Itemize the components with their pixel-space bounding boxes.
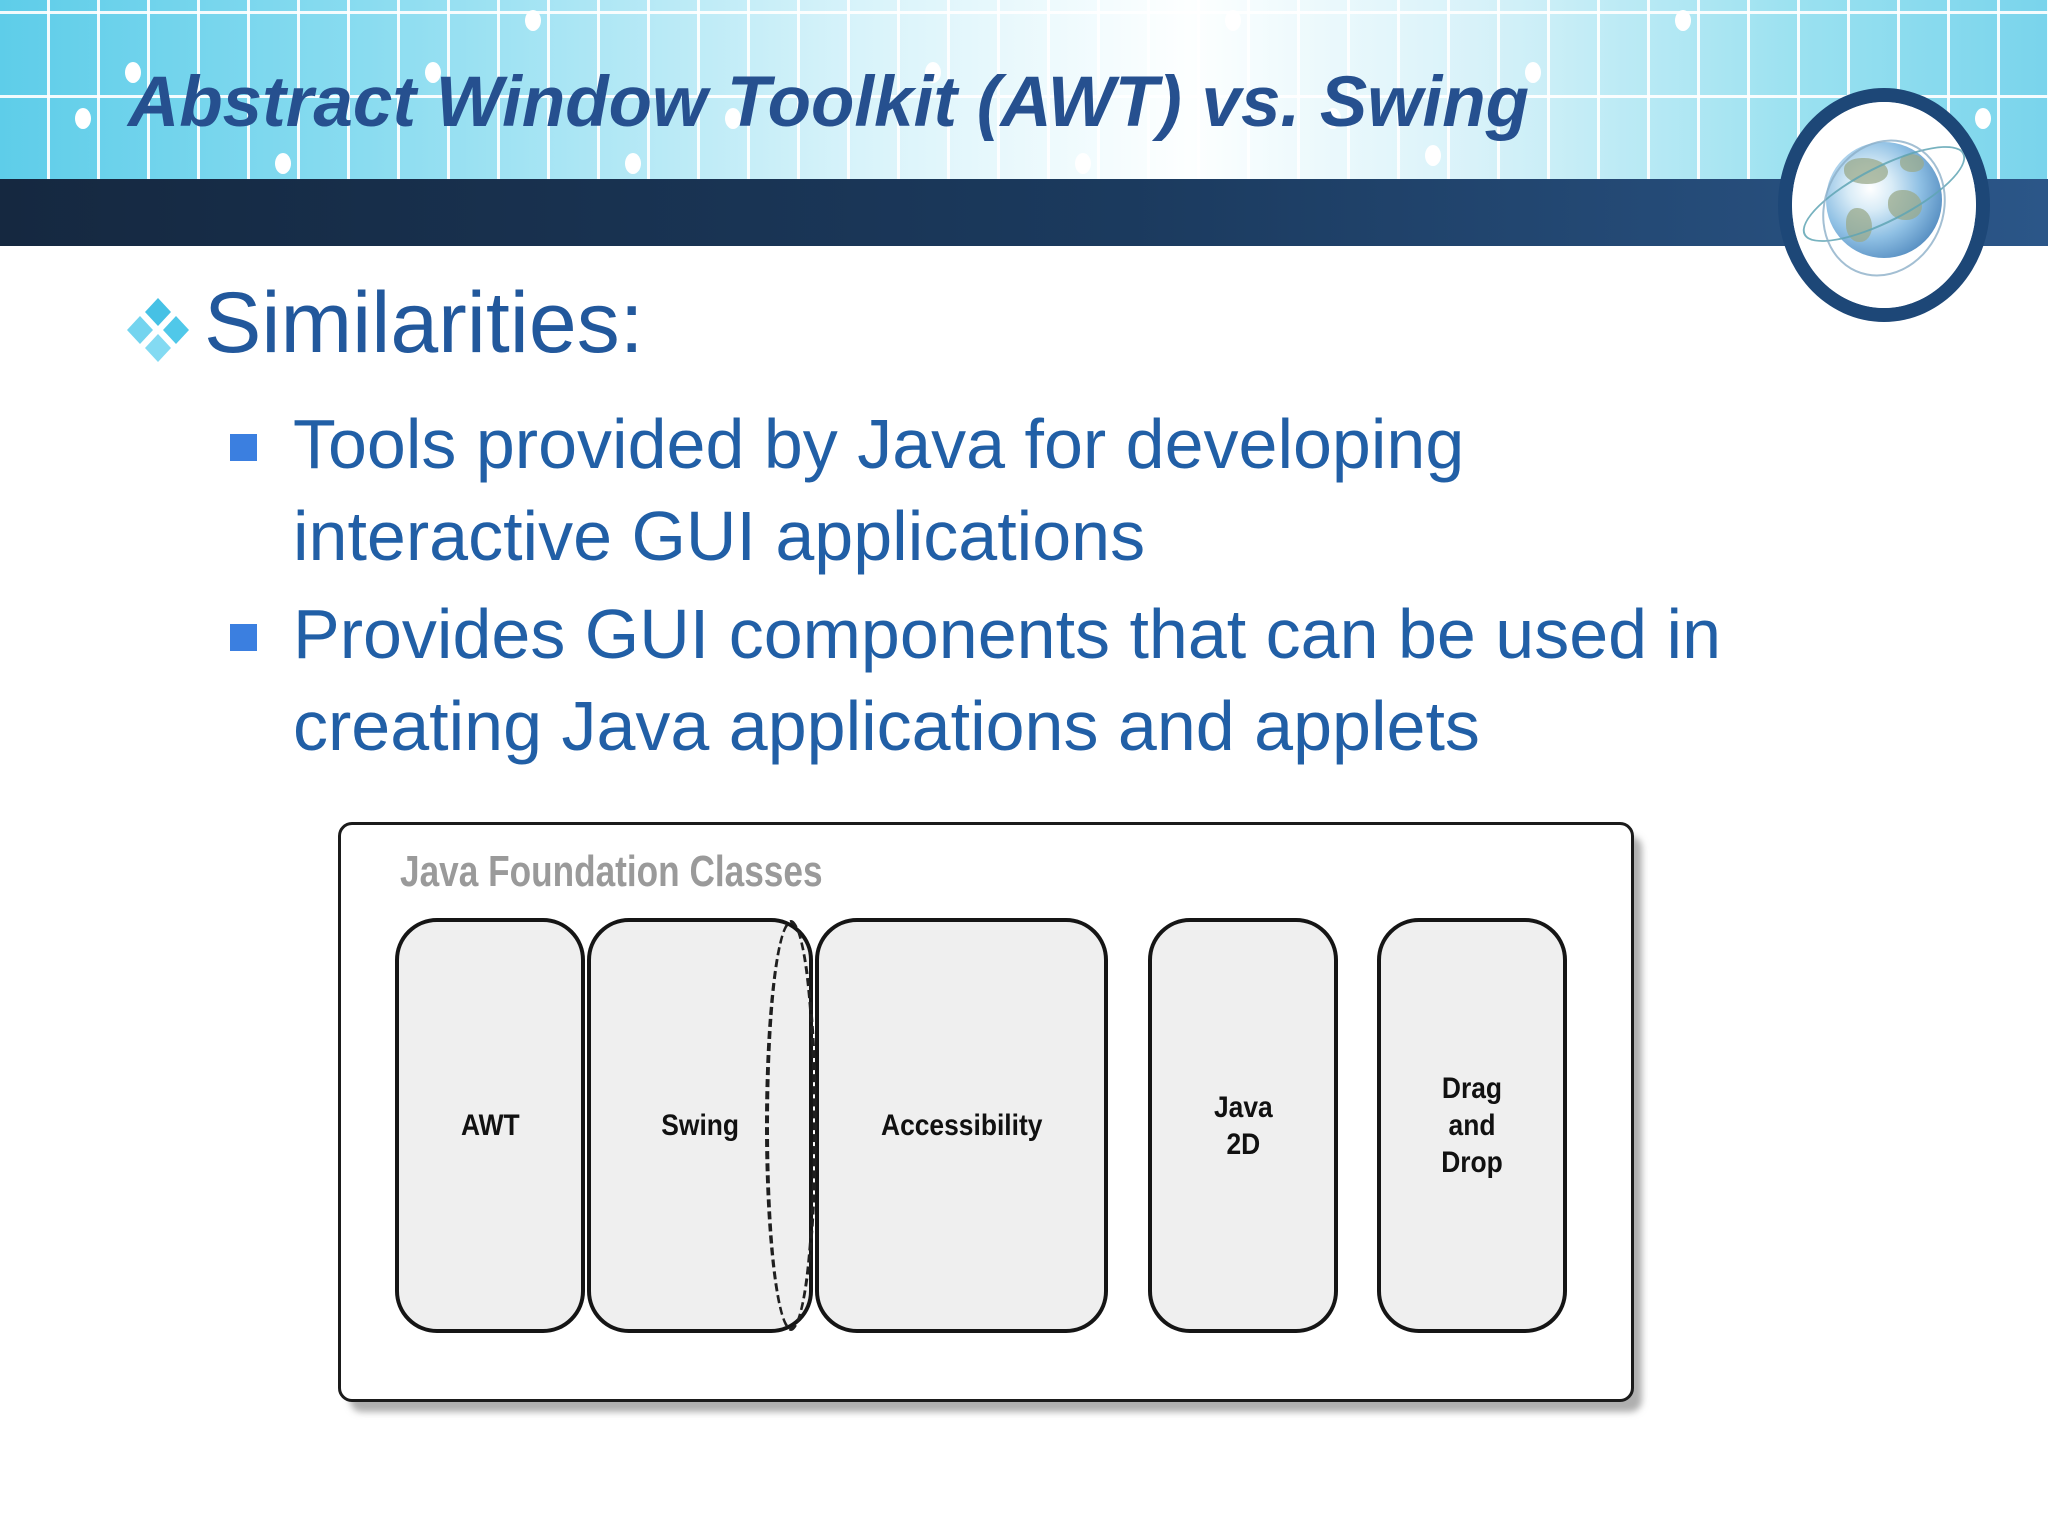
- bullet-text: Tools provided by Java for developing in…: [293, 405, 1465, 575]
- square-bullet-icon: [230, 434, 257, 461]
- square-bullet-icon: [230, 624, 257, 651]
- jfc-box-awt: AWT: [395, 918, 585, 1333]
- bullet-text: Provides GUI components that can be used…: [293, 595, 1722, 765]
- jfc-box-accessibility: Accessibility: [815, 918, 1108, 1333]
- jfc-box-label: AWT: [460, 1109, 520, 1142]
- globe-inner-circle: [1792, 102, 1976, 308]
- grid-dot: [625, 153, 641, 174]
- jfc-box-label: Drag and Drop: [1441, 1072, 1503, 1179]
- jfc-diagram-title: Java Foundation Classes: [400, 847, 928, 897]
- grid-dot: [75, 108, 91, 129]
- slide-title: Abstract Window Toolkit (AWT) vs. Swing: [128, 63, 1529, 142]
- grid-dot: [1975, 108, 1991, 129]
- grid-dot: [125, 62, 141, 83]
- earth-sphere-icon: [1826, 142, 1942, 258]
- grid-dot: [525, 10, 541, 31]
- globe-logo-icon: [1778, 88, 1990, 322]
- diamond-bullet-icon: [127, 298, 189, 362]
- grid-dot: [275, 153, 291, 174]
- swing-accessibility-overlap-ellipse: [765, 920, 817, 1331]
- grid-dot: [425, 62, 441, 83]
- jfc-box-label: Java 2D: [1213, 1090, 1273, 1161]
- section-heading-row: Similarities:: [126, 268, 644, 378]
- grid-dot: [1525, 62, 1541, 83]
- grid-dot: [1425, 145, 1441, 166]
- grid-dot: [1675, 10, 1691, 31]
- header-divider-bar: [0, 179, 2048, 246]
- jfc-box-label: Accessibility: [880, 1109, 1043, 1142]
- jfc-diagram: Java Foundation Classes AWT Swing Access…: [338, 822, 1634, 1402]
- grid-dot: [1325, 108, 1341, 129]
- section-heading: Similarities:: [204, 275, 644, 371]
- grid-dot: [725, 108, 741, 129]
- header-band: Abstract Window Toolkit (AWT) vs. Swing: [0, 0, 2048, 179]
- jfc-box-label: Swing: [661, 1109, 739, 1142]
- jfc-box-java-2d: Java 2D: [1148, 918, 1338, 1333]
- grid-dot: [925, 62, 941, 83]
- grid-dot: [1075, 153, 1091, 174]
- grid-dot: [1225, 10, 1241, 31]
- jfc-box-drag-and-drop: Drag and Drop: [1377, 918, 1567, 1333]
- jfc-diagram-title-text: Java Foundation Classes: [400, 847, 823, 896]
